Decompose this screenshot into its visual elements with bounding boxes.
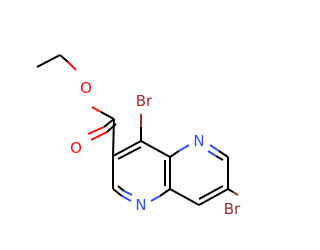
atom-nitrogen-lower: N: [135, 196, 146, 214]
bond-c7-br: [227, 188, 234, 193]
bond-c4a-n5-blue: [178, 144, 190, 152]
bond-n5-c6: [218, 150, 229, 158]
bond-o-carbonyl: [100, 111, 115, 120]
bond-n1-c2-inner-blue: [123, 190, 133, 196]
bond-ch2-o-red: [67, 61, 77, 71]
bond-c8a-n1: [159, 188, 171, 197]
atom-carbonyl-oxygen: O: [70, 139, 82, 157]
bond-co-double-a-red: [87, 126, 105, 135]
atom-nitrogen-upper: N: [193, 132, 204, 150]
bond-c7-br-red: [232, 191, 239, 196]
bond-o-carbonyl-red: [91, 106, 102, 113]
bond-ch3-ch2: [36, 54, 61, 68]
structure-diagram: O O Br N N Br: [36, 54, 241, 218]
bond-c7-c8: [198, 188, 229, 206]
bond-n5-c6-inner: [215, 155, 224, 161]
bond-carbonyl-c3: [112, 118, 115, 157]
bond-c7-c8-inner: [198, 185, 224, 200]
bond-co-double-b-red: [90, 131, 108, 141]
atom-bromine-lower: Br: [224, 200, 241, 218]
bond-c8-c8a: [169, 188, 200, 206]
bond-n1-c2: [112, 188, 123, 197]
bond-n5-c6-inner-blue: [207, 150, 217, 157]
bond-c8a-n1-blue: [150, 195, 161, 202]
bond-c3-c4: [112, 140, 142, 157]
bond-c4-c4a: [140, 140, 171, 158]
bond-c4a-n5: [169, 150, 180, 158]
atom-ester-oxygen: O: [80, 79, 92, 97]
bond-n5-c6-blue: [209, 144, 220, 152]
bond-n1-c2-inner: [117, 185, 125, 192]
bond-c3-c4-inner: [117, 146, 142, 160]
bond-ch2-o: [59, 54, 69, 63]
bond-co-double-a: [103, 118, 115, 128]
bond-n1-c2-blue: [121, 195, 132, 202]
atom-bromine-upper: Br: [136, 92, 153, 110]
